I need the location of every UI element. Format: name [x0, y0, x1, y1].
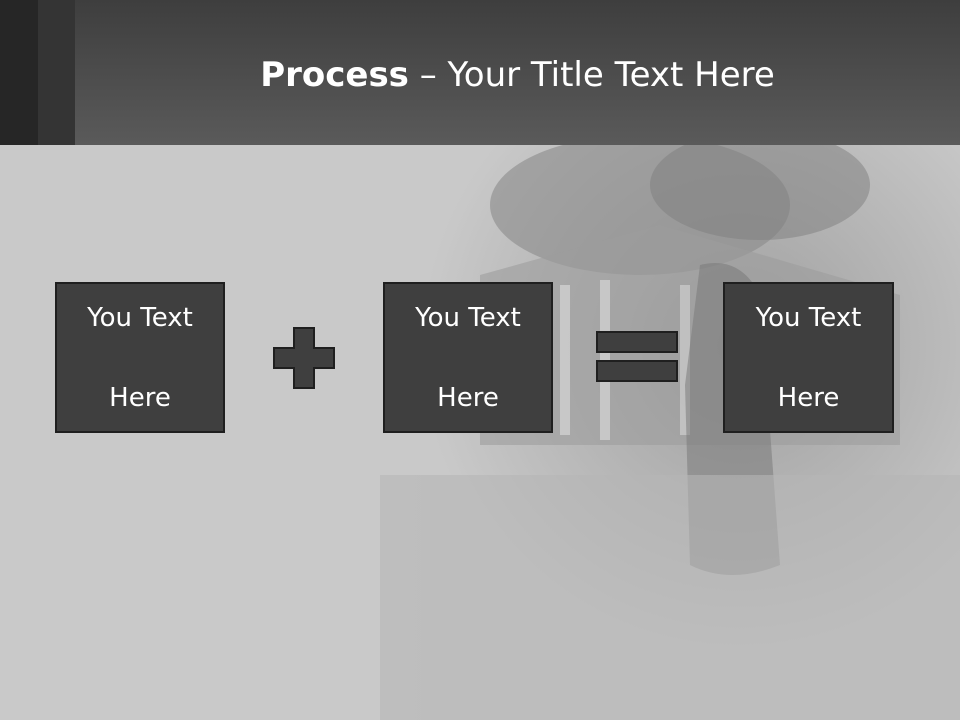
equals-icon: [596, 331, 678, 382]
box-line-2: Here: [437, 382, 499, 413]
box-line-2: Here: [109, 382, 171, 413]
page-title: Process – Your Title Text Here: [75, 52, 960, 98]
title-bar: Process – Your Title Text Here: [0, 0, 960, 145]
box-line-1: You Text: [415, 302, 521, 333]
box-line-2: Here: [777, 382, 840, 413]
title-rest-text: – Your Title Text Here: [408, 55, 775, 95]
box-line-1: You Text: [755, 302, 862, 333]
plus-icon: [273, 327, 335, 389]
header-accent-stripe: [38, 0, 75, 145]
title-bold-text: Process: [260, 55, 409, 95]
header-accent-stripe: [0, 0, 38, 145]
box-line-1: You Text: [87, 302, 193, 333]
